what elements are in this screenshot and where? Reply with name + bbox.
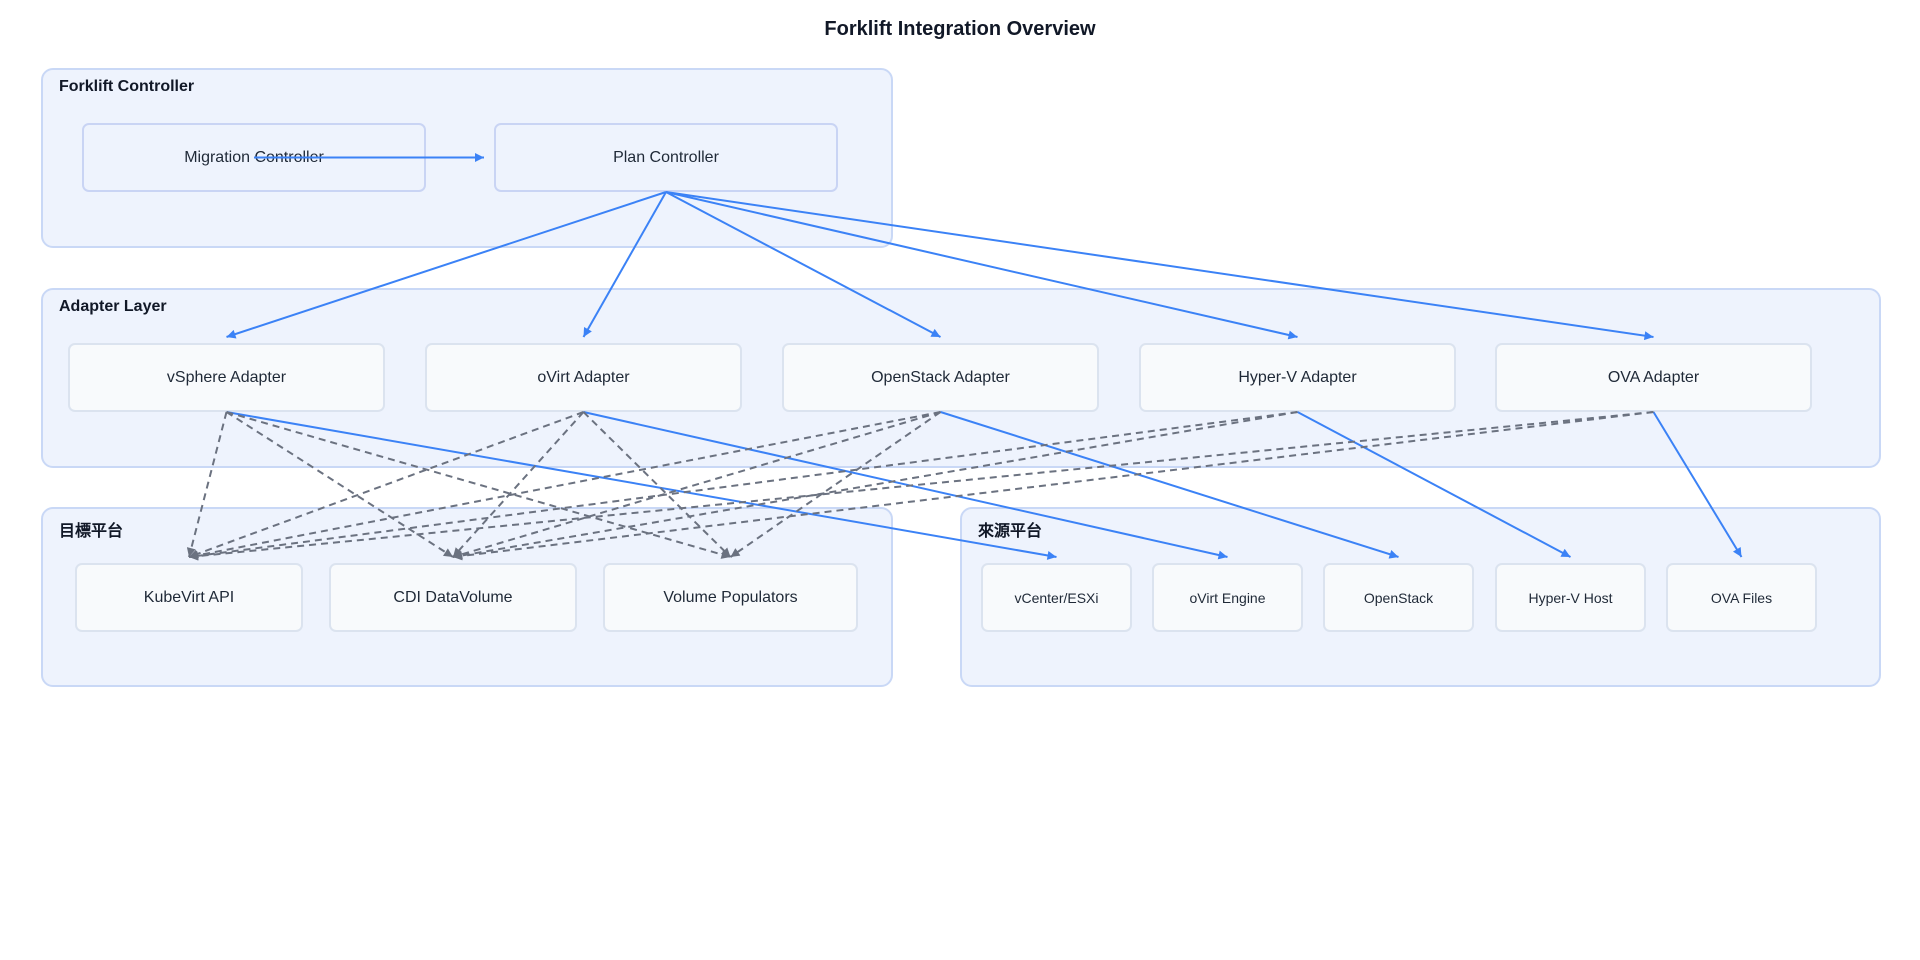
node-ovirt-engine[interactable]: oVirt Engine (1152, 563, 1303, 632)
group-label-target-platform: 目標平台 (59, 523, 124, 540)
node-openstack-adapter[interactable]: OpenStack Adapter (782, 343, 1099, 412)
diagram-title: Forklift Integration Overview (824, 18, 1096, 40)
node-openstack[interactable]: OpenStack (1323, 563, 1474, 632)
node-volume-populators[interactable]: Volume Populators (603, 563, 858, 632)
node-ova-adapter[interactable]: OVA Adapter (1495, 343, 1812, 412)
node-ova-files[interactable]: OVA Files (1666, 563, 1817, 632)
group-label-source-platform: 來源平台 (978, 523, 1043, 540)
node-vsphere-adapter[interactable]: vSphere Adapter (68, 343, 385, 412)
node-hyperv-host[interactable]: Hyper-V Host (1495, 563, 1646, 632)
node-migration-controller[interactable]: Migration Controller (82, 123, 426, 192)
node-kubevirt-api[interactable]: KubeVirt API (75, 563, 303, 632)
node-hyperv-adapter[interactable]: Hyper-V Adapter (1139, 343, 1456, 412)
node-ovirt-adapter[interactable]: oVirt Adapter (425, 343, 742, 412)
group-label-adapter-layer: Adapter Layer (59, 298, 167, 315)
node-cdi-datavolume[interactable]: CDI DataVolume (329, 563, 577, 632)
node-plan-controller[interactable]: Plan Controller (494, 123, 838, 192)
group-label-forklift-controller: Forklift Controller (59, 78, 195, 95)
node-vcenter-esxi[interactable]: vCenter/ESXi (981, 563, 1132, 632)
